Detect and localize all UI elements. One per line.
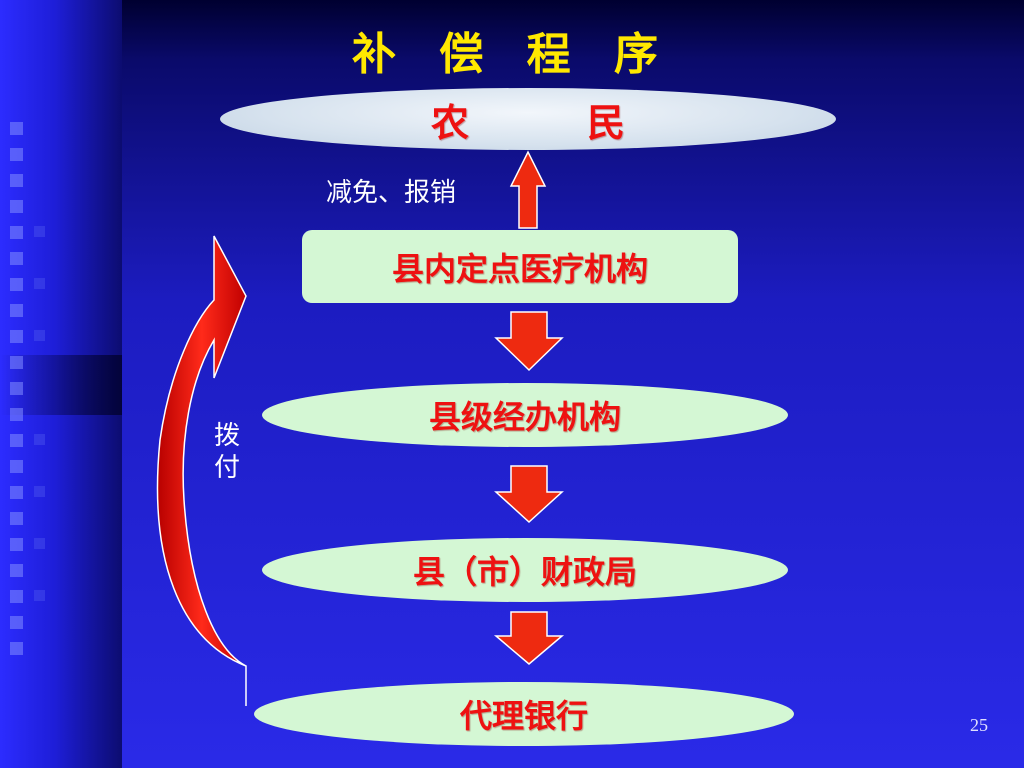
decor-square (10, 226, 23, 239)
slide-title: 补 偿 程 序 (352, 29, 672, 80)
decor-square (34, 330, 45, 341)
decor-square (10, 486, 23, 499)
decor-square (10, 408, 23, 421)
finance-bureau-label: 县（市）财政局 (412, 553, 637, 591)
decor-square (10, 434, 23, 447)
down-arrow-icon (494, 311, 564, 372)
decor-square (10, 200, 23, 213)
farmer-label: 农 民 (430, 100, 665, 145)
decor-square (34, 226, 45, 237)
decor-square (34, 590, 45, 601)
down-arrow-icon (494, 465, 564, 524)
decor-square (34, 486, 45, 497)
agent-bank-node: 代理银行 (254, 682, 794, 746)
reduce-reimburse-label: 减免、报销 (326, 178, 457, 208)
decor-square (10, 460, 23, 473)
decor-square (10, 590, 23, 603)
curved-up-arrow-icon (156, 235, 247, 706)
decor-square (34, 538, 45, 549)
finance-bureau-node: 县（市）财政局 (262, 538, 788, 602)
decor-square (10, 642, 23, 655)
agent-bank-label: 代理银行 (459, 697, 588, 735)
decor-square (10, 278, 23, 291)
decor-square (10, 538, 23, 551)
decor-square (10, 382, 23, 395)
county-agency-node: 县级经办机构 (262, 383, 788, 447)
decor-square (10, 616, 23, 629)
decor-square (10, 564, 23, 577)
up-arrow-icon (509, 150, 547, 229)
decor-square (34, 278, 45, 289)
decor-square (10, 330, 23, 343)
allocate-label: 拨付 (213, 421, 240, 483)
county-hospital-node: 县内定点医疗机构 (302, 230, 738, 303)
decor-square (10, 148, 23, 161)
decor-square (10, 174, 23, 187)
decor-square (34, 434, 45, 445)
farmer-node: 农 民 (220, 88, 836, 150)
decor-square (10, 252, 23, 265)
decor-square (10, 304, 23, 317)
down-arrow-icon (493, 611, 565, 665)
county-hospital-label: 县内定点医疗机构 (391, 249, 648, 288)
county-agency-label: 县级经办机构 (428, 398, 621, 436)
decor-square (10, 356, 23, 369)
decor-square (10, 122, 23, 135)
page-number: 25 (970, 715, 988, 735)
left-decor-strip (0, 0, 122, 768)
decor-square (10, 512, 23, 525)
